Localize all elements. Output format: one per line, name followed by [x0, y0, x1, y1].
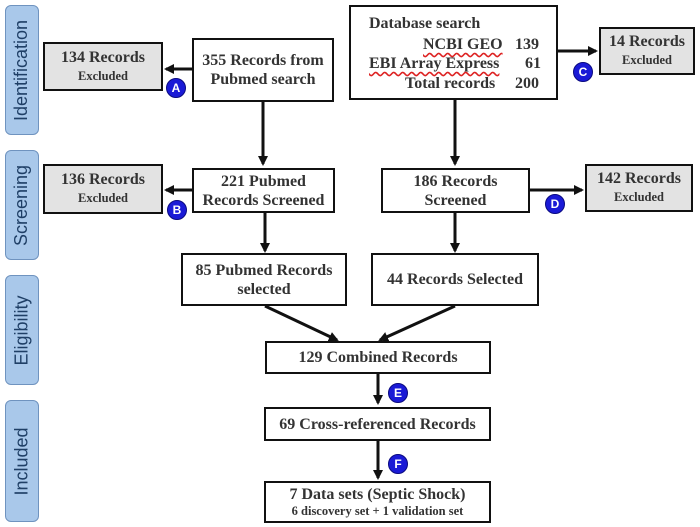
- database-search-title: Database search: [369, 15, 481, 32]
- pubmed-selected-box: 85 Pubmed Records selected: [181, 253, 347, 306]
- db-screened-box: 186 Records Screened: [381, 168, 530, 213]
- arrow-pubmed-to-combined: [264, 304, 339, 342]
- badge-e: E: [388, 383, 408, 403]
- excluded-c-box: 14 Records Excluded: [599, 27, 695, 75]
- excluded-b-count: 136 Records: [61, 171, 145, 188]
- database-search-box: Database search NCBI GEO 139 EBI Array E…: [349, 5, 558, 100]
- phase-eligibility-label: Eligibility: [11, 294, 32, 366]
- badge-f: F: [388, 454, 408, 474]
- cross-referenced-text: 69 Cross-referenced Records: [279, 415, 476, 433]
- badge-d: D: [545, 194, 565, 214]
- phase-identification: Identification: [5, 5, 39, 135]
- combined-records-box: 129 Combined Records: [265, 341, 491, 374]
- ncbi-geo-label: NCBI GEO: [423, 36, 503, 53]
- excluded-d-count: 142 Records: [597, 170, 681, 187]
- excluded-b-label: Excluded: [77, 191, 128, 205]
- excluded-c-count: 14 Records: [609, 33, 685, 50]
- total-records-label: Total records: [405, 75, 496, 92]
- total-records-value: 200: [515, 75, 539, 92]
- excluded-d-label: Excluded: [613, 190, 664, 204]
- phase-screening: Screening: [5, 150, 39, 260]
- pubmed-selected-text: 85 Pubmed Records selected: [195, 261, 333, 298]
- pubmed-screened-box: 221 Pubmed Records Screened: [192, 168, 335, 213]
- excluded-c-label: Excluded: [621, 53, 672, 67]
- db-selected-box: 44 Records Selected: [371, 253, 539, 306]
- phase-eligibility: Eligibility: [5, 275, 39, 385]
- badge-c: C: [573, 62, 593, 82]
- final-datasets-subtitle: 6 discovery set + 1 validation set: [291, 504, 464, 518]
- phase-screening-label: Screening: [11, 164, 32, 246]
- ebi-array-express-label: EBI Array Express: [369, 55, 500, 72]
- excluded-b-box: 136 Records Excluded: [43, 164, 163, 214]
- ncbi-geo-value: 139: [515, 36, 539, 53]
- pubmed-screened-text: 221 Pubmed Records Screened: [202, 172, 325, 209]
- final-datasets-box: 7 Data sets (Septic Shock) 6 discovery s…: [264, 481, 491, 523]
- pubmed-search-box: 355 Records from Pubmed search: [192, 38, 334, 102]
- cross-referenced-box: 69 Cross-referenced Records: [264, 407, 491, 441]
- db-selected-text: 44 Records Selected: [387, 271, 523, 288]
- phase-identification-label: Identification: [11, 19, 32, 121]
- combined-records-text: 129 Combined Records: [298, 349, 458, 366]
- excluded-d-box: 142 Records Excluded: [585, 164, 693, 212]
- phase-included: Included: [5, 400, 39, 522]
- db-screened-text: 186 Records Screened: [413, 172, 498, 209]
- arrow-db-to-combined: [378, 304, 456, 342]
- ebi-array-express-value: 61: [525, 55, 541, 72]
- phase-included-label: Included: [11, 426, 32, 496]
- badge-b: B: [167, 200, 187, 220]
- badge-a: A: [166, 78, 186, 98]
- excluded-a-box: 134 Records Excluded: [43, 42, 163, 91]
- pubmed-search-text: 355 Records from Pubmed search: [202, 52, 324, 88]
- excluded-a-label: Excluded: [77, 68, 128, 83]
- excluded-a-count: 134 Records: [61, 48, 145, 66]
- final-datasets-title: 7 Data sets (Septic Shock): [289, 486, 466, 503]
